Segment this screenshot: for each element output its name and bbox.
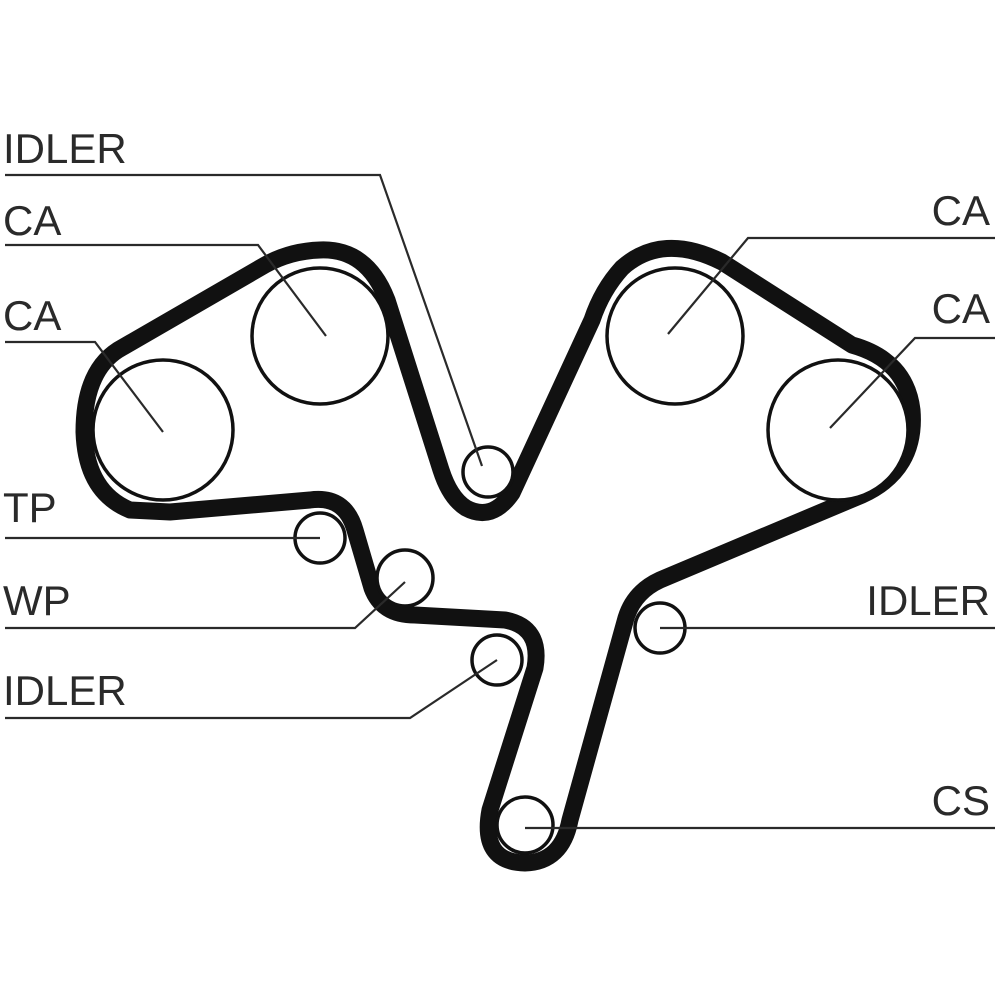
leader-ca-left-upper [5,243,327,337]
leader-ca-right-upper [667,236,995,335]
timing-belt [75,239,921,872]
leader-idler-bottom-left [5,659,498,720]
camshaft-pulley-right-upper [605,266,745,406]
leader-idler-top [5,173,484,467]
label-cs: CS [932,777,990,824]
label-idler-bottom-left: IDLER [3,667,127,714]
water-pump-pulley [375,548,435,608]
leader-ca-right-lower [829,336,995,429]
label-tp: TP [3,484,57,531]
label-ca-right-upper: CA [932,187,990,234]
label-ca-right-lower: CA [932,285,990,332]
idler-pulley-top [461,445,515,499]
label-wp: WP [3,577,71,624]
crankshaft-pulley [495,795,555,855]
leader-ca-left-lower [5,340,164,433]
label-ca-left-lower: CA [3,292,61,339]
camshaft-pulley-left-lower [91,358,235,502]
label-idler-top: IDLER [3,125,127,172]
camshaft-pulley-left-upper [250,266,390,406]
label-ca-left-upper: CA [3,197,61,244]
camshaft-pulley-right-lower [766,358,910,502]
leader-wp [5,581,406,630]
label-idler-right: IDLER [866,577,990,624]
